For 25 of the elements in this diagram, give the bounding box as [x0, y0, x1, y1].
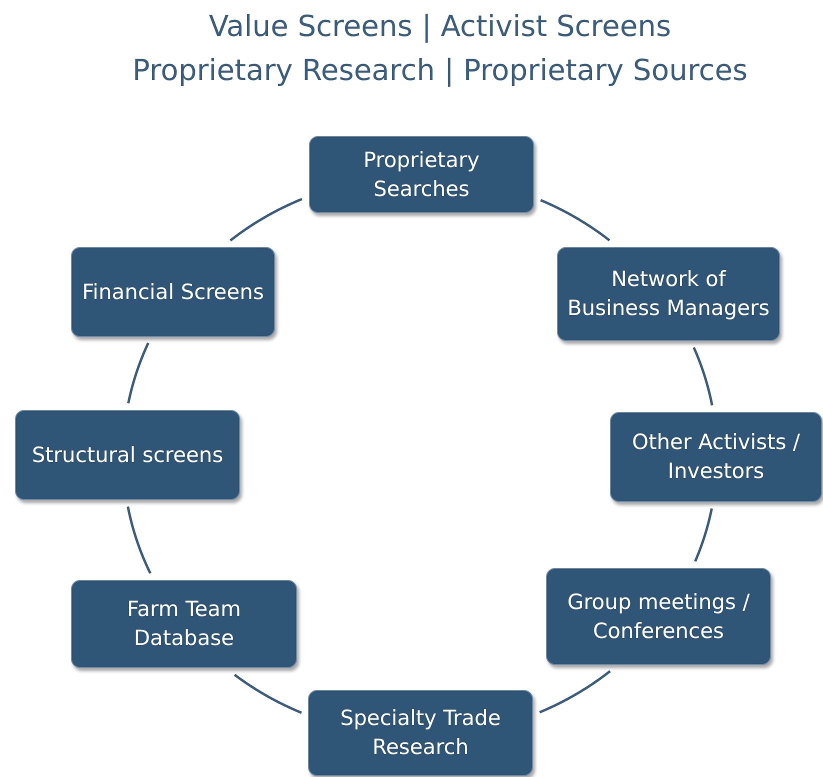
box-label: Group meetings / Conferences — [566, 588, 751, 644]
title: Value Screens | Activist Screens Proprietary Research | Proprietary Sources — [131, 8, 749, 89]
connector-arc — [694, 507, 713, 562]
box-label: Structural screens — [32, 442, 224, 468]
connector-arc — [234, 674, 303, 714]
rounded-box — [71, 580, 297, 668]
rounded-box — [309, 136, 534, 213]
box-label: Network of Business Managers — [566, 266, 771, 322]
connector-arc — [126, 506, 152, 574]
connector-arc — [229, 198, 303, 242]
connector-arc — [540, 198, 611, 242]
rounded-box — [15, 410, 240, 500]
connector-arc — [538, 670, 612, 714]
rounded-box — [610, 412, 822, 502]
box-label: Farm Team Database — [126, 596, 242, 652]
rounded-box — [71, 247, 275, 337]
box-label: Financial Screens — [82, 278, 264, 306]
rounded-box — [557, 247, 780, 341]
rounded-box — [546, 568, 771, 665]
connector-arc — [692, 346, 714, 406]
box-label: Proprietary Searches — [362, 146, 481, 202]
connector-arc — [127, 342, 150, 404]
box-label: Specialty Trade Research — [339, 705, 502, 761]
box-label: Other Activists / Investors — [630, 429, 802, 485]
rounded-box — [308, 690, 533, 776]
